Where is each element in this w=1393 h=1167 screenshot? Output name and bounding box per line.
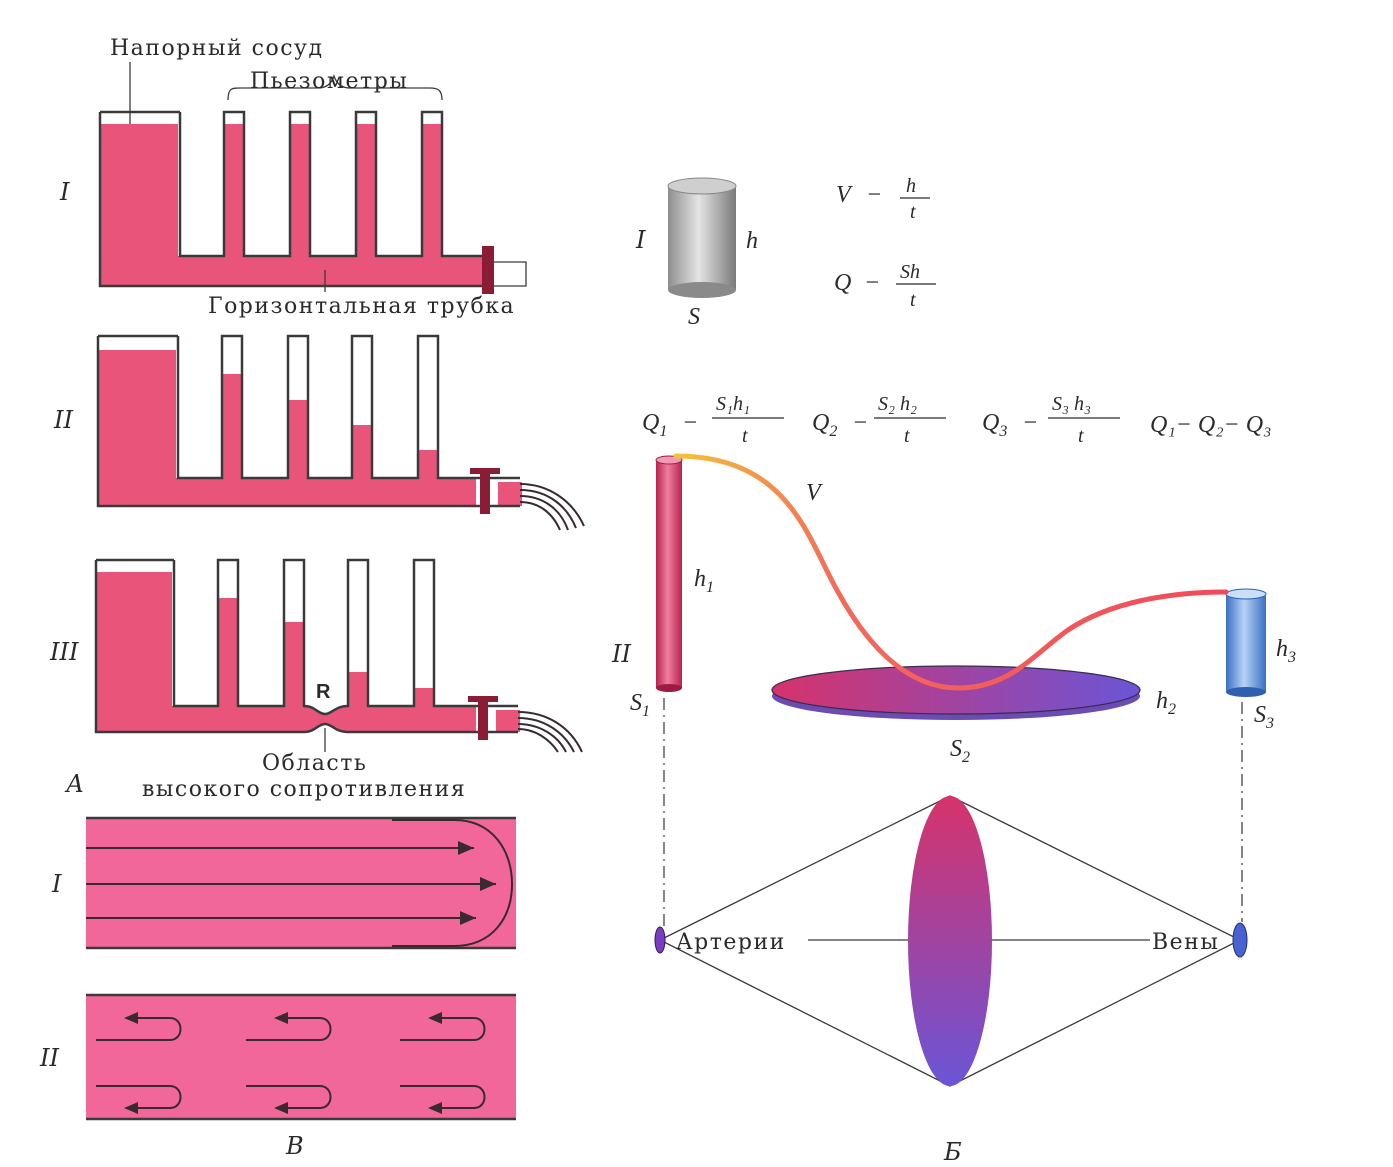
svg-text:h2: h2: [1156, 688, 1176, 718]
row-label-iii: III: [49, 638, 79, 666]
svg-text:t: t: [742, 425, 748, 447]
svg-text:S₁h₁: S₁h₁: [716, 393, 750, 415]
svg-text:Q3: Q3: [982, 410, 1007, 440]
cylinder-area-s: S: [688, 304, 700, 330]
section-a-piezometer-systems: Напорный сосуд Пьезометры Горизонтальная…: [49, 36, 585, 802]
flow-equality-formula: Q₁− Q₂− Q₃: [1150, 412, 1271, 438]
laminar-flow-tube: [86, 816, 516, 950]
svg-text:h1: h1: [694, 566, 714, 596]
panel-label-v: В: [285, 1132, 304, 1160]
svg-text:S2: S2: [950, 736, 970, 766]
pressure-vessel-label: Напорный сосуд: [110, 36, 324, 61]
capillary-disc: [771, 665, 1141, 720]
flow-rate-formula: Q − Sh t: [834, 261, 936, 311]
arteries-label: Артерии: [676, 930, 786, 955]
reference-cylinder: [667, 177, 737, 298]
piezometers-label: Пьезометры: [250, 69, 408, 94]
model-label-ii: II: [611, 640, 631, 668]
svg-text:h: h: [906, 175, 916, 197]
horizontal-tube-label: Горизонтальная трубка: [208, 294, 515, 319]
svg-text:Q1: Q1: [642, 410, 667, 440]
veins-label: Вены: [1152, 930, 1219, 955]
svg-text:Q2: Q2: [812, 410, 837, 440]
panel-label-a: А: [64, 770, 84, 798]
svg-text:S₂ h₂: S₂ h₂: [878, 393, 917, 415]
high-resistance-label-line1: Область: [262, 751, 367, 776]
q1-formula: Q1 − S₁h₁ t: [642, 393, 784, 447]
high-resistance-label-line2: высокого сопротивления: [142, 777, 466, 802]
row-label-ii: II: [53, 406, 73, 434]
cylinder-label-i: I: [635, 226, 646, 254]
q2-formula: Q2 − S₂ h₂ t: [812, 393, 946, 447]
system-row-i: [98, 62, 527, 294]
svg-text:t: t: [910, 289, 916, 311]
turbulent-flow-tube: [86, 993, 516, 1121]
flow-label-i: I: [51, 870, 62, 898]
svg-text:−: −: [866, 182, 882, 208]
outflow-stream: [519, 483, 585, 531]
svg-text:S1: S1: [630, 690, 650, 720]
svg-text:Q: Q: [834, 270, 851, 296]
row-label-i: I: [59, 178, 70, 206]
svg-text:t: t: [904, 425, 910, 447]
arterial-cylinder: [655, 455, 683, 692]
svg-text:h3: h3: [1276, 636, 1296, 666]
open-valve-icon: [468, 696, 498, 740]
velocity-formula: V − h t: [836, 175, 930, 223]
resistance-label: R: [316, 681, 332, 703]
q3-formula: Q3 − S₃ h₃ t: [982, 393, 1120, 447]
svg-text:S3: S3: [1254, 702, 1274, 732]
outflow-stream: [517, 711, 583, 753]
svg-text:t: t: [910, 201, 916, 223]
svg-text:−: −: [864, 270, 880, 296]
svg-text:−: −: [1022, 410, 1038, 436]
section-b-vascular-model: I h S V − h t Q − Sh t Q1 − S₁h₁ t Q2: [611, 175, 1296, 1166]
svg-text:S₃ h₃: S₃ h₃: [1052, 393, 1091, 415]
venous-cylinder: [1225, 588, 1267, 697]
section-v-flow-patterns: I II В: [39, 816, 516, 1160]
system-row-ii: [96, 334, 585, 531]
velocity-curve: [673, 453, 1229, 691]
velocity-curve-label: V: [806, 480, 823, 506]
svg-text:−: −: [682, 410, 698, 436]
closed-valve-icon: [482, 246, 494, 294]
svg-text:t: t: [1078, 425, 1084, 447]
flow-label-ii: II: [39, 1044, 59, 1072]
svg-text:Sh: Sh: [900, 261, 920, 283]
cross-section-diagram: [654, 795, 1248, 1087]
svg-text:−: −: [852, 410, 868, 436]
cylinder-height-h: h: [746, 228, 758, 254]
system-row-iii: [94, 558, 583, 753]
open-valve-icon: [470, 468, 500, 514]
svg-text:V: V: [836, 182, 853, 208]
panel-label-b: Б: [943, 1138, 962, 1166]
